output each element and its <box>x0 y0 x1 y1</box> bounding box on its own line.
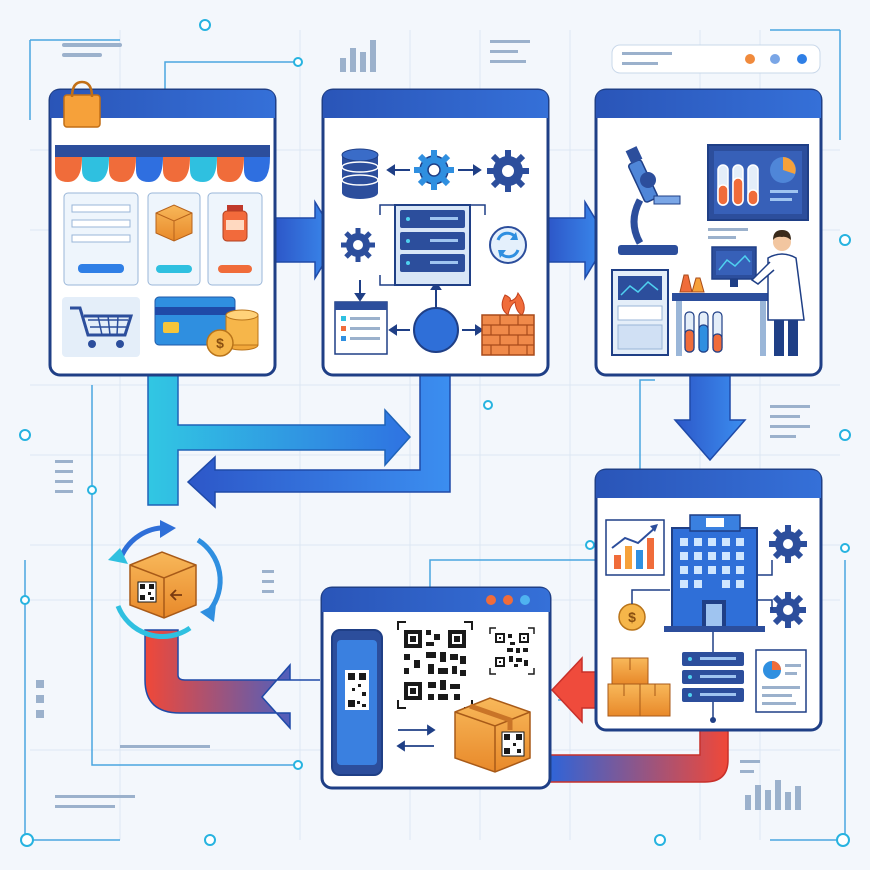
gear-icon <box>487 150 529 192</box>
product-jar-icon <box>207 192 263 286</box>
flow-arrows <box>144 199 747 783</box>
panel-enterprise: $ <box>594 468 823 732</box>
server-rack-icon <box>379 204 486 286</box>
sync-icon <box>489 226 527 264</box>
gear-icon <box>770 592 806 628</box>
package-icon <box>147 192 201 286</box>
microscope-icon <box>618 146 681 255</box>
smartphone-qr-icon <box>331 629 383 776</box>
qr-code-icon <box>397 621 473 709</box>
office-building-icon <box>664 514 765 632</box>
decorative-bars <box>36 40 810 810</box>
panel-storefront: $ <box>48 80 277 377</box>
gear-icon <box>341 228 375 262</box>
login-form-icon <box>63 192 139 286</box>
test-tubes-icon <box>684 311 723 353</box>
transfer-arrows-icon <box>396 724 436 752</box>
gear-icon <box>769 525 807 563</box>
lab-computer-icon <box>611 269 669 356</box>
svg-text:$: $ <box>628 609 636 625</box>
gear-icon <box>414 150 454 190</box>
arrow-lab-to-enterprise <box>673 374 747 462</box>
awning-icon <box>55 145 270 182</box>
arrow-enterprise-to-qr <box>550 656 601 724</box>
dashboard-window-icon <box>334 301 388 355</box>
qr-package-icon <box>129 551 197 619</box>
top-right-status-bar <box>611 44 821 74</box>
server-icon <box>682 632 744 723</box>
lab-bench-icon <box>672 274 772 356</box>
cycle-node <box>108 520 223 640</box>
arrow-backend-return <box>186 374 451 509</box>
panel-qr-logistics <box>320 586 552 790</box>
package-stack-icon <box>607 657 671 717</box>
arrow-qr-to-cycle <box>144 629 320 730</box>
node-circle-icon <box>413 307 459 353</box>
shopping-bag-icon <box>63 80 101 128</box>
svg-text:$: $ <box>216 335 224 351</box>
qr-code-icon <box>489 627 535 675</box>
circuit-nodes <box>19 19 851 847</box>
database-icon <box>341 148 379 199</box>
coin-stack-icon: $ <box>206 309 259 357</box>
status-dot-orange-icon <box>745 54 755 64</box>
circuit-lines <box>24 29 846 841</box>
report-document-icon <box>755 649 807 713</box>
scientist-icon <box>711 230 805 356</box>
arrow-enterprise-lower-return <box>549 729 729 783</box>
test-tube-chart-icon <box>707 144 809 221</box>
panel-laboratory <box>594 88 823 377</box>
qr-package-icon <box>454 697 531 773</box>
bar-chart-icon <box>605 519 665 576</box>
panel-backend <box>321 88 550 377</box>
dollar-coin-icon: $ <box>618 589 670 631</box>
shopping-cart-icon <box>62 297 140 357</box>
firewall-icon <box>481 291 535 356</box>
arrow-storefront-loop-to-backend <box>147 374 412 506</box>
